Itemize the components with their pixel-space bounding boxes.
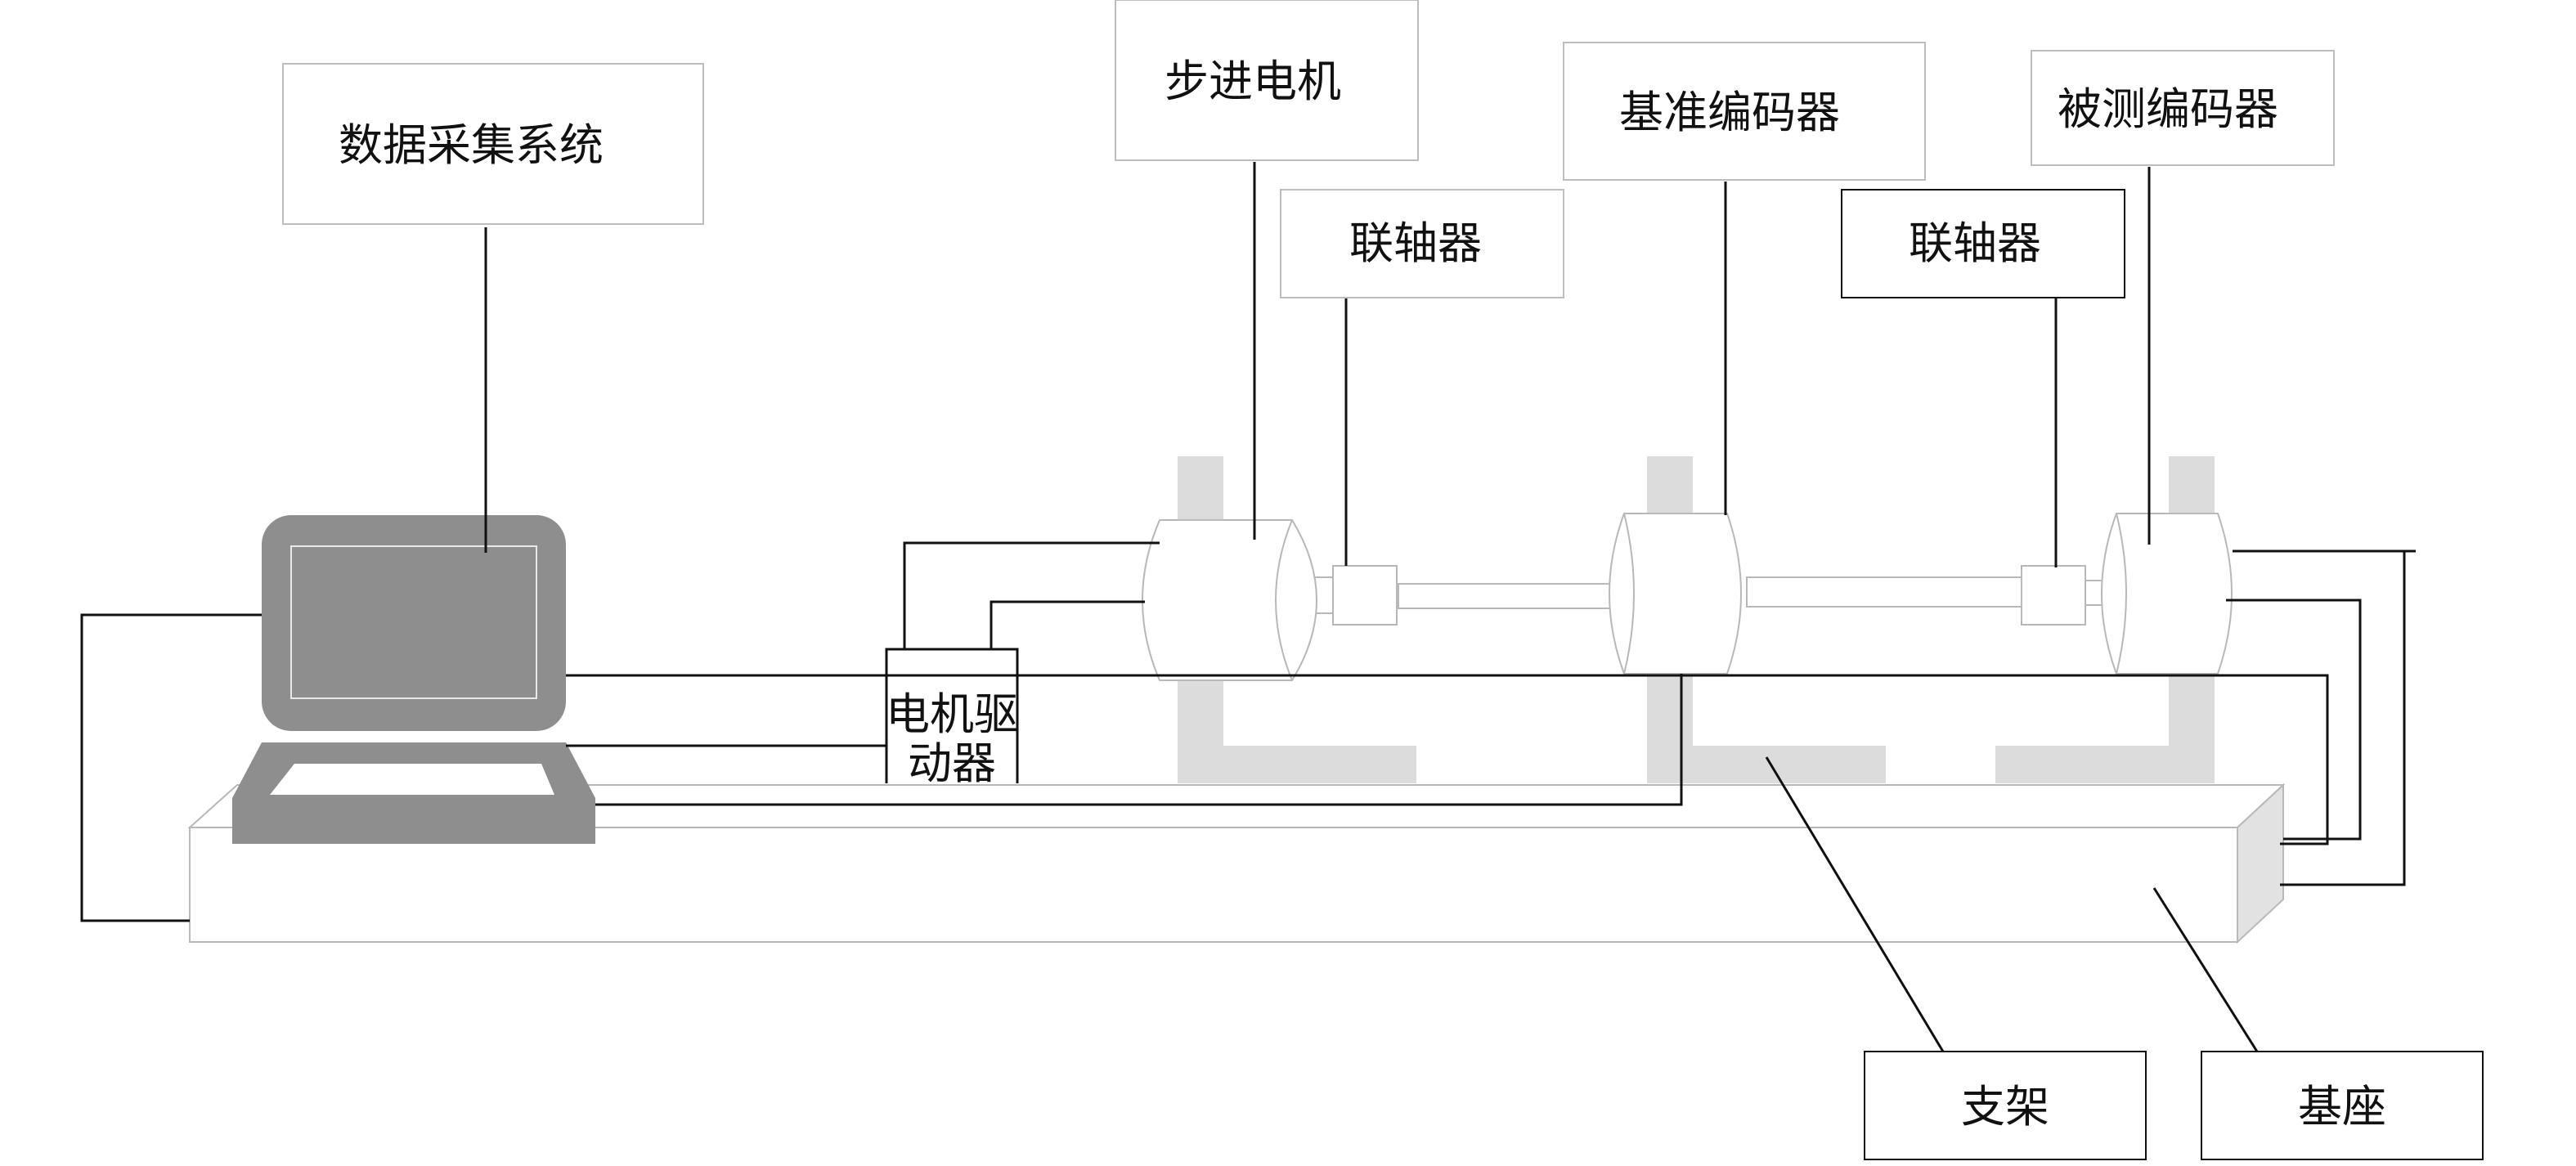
leader-lines: [484, 162, 2259, 1052]
label-data-acquisition: 数据采集系统: [282, 63, 704, 225]
label-coupling-2: 联轴器: [1841, 189, 2125, 298]
label-base: 基座: [2201, 1051, 2484, 1160]
laptop-trackpad: [270, 764, 554, 795]
coupling-1-text: 联轴器: [1349, 218, 1482, 269]
tested-encoder: [2101, 513, 2233, 675]
stepper-motor-text: 步进电机: [1165, 56, 1341, 107]
laptop: [232, 515, 595, 844]
label-bracket: 支架: [1864, 1051, 2147, 1160]
stepper-motor: [1142, 519, 1317, 681]
reference-encoder: [1609, 513, 1742, 675]
label-tested-encoder: 被测编码器: [2031, 50, 2335, 166]
motor-driver-label-line1: 电机驱: [886, 688, 1018, 740]
base-text: 基座: [2298, 1081, 2386, 1132]
laptop-lid: [262, 515, 566, 731]
coupling-2-text: 联轴器: [1909, 218, 2041, 269]
label-coupling-1: 联轴器: [1280, 189, 1564, 298]
motor-driver: 电机驱 动器: [885, 648, 1019, 789]
base-platform: [187, 783, 2286, 944]
data-acquisition-text: 数据采集系统: [339, 119, 604, 171]
coupling-1: [1332, 565, 1398, 626]
tested-encoder-text: 被测编码器: [2058, 83, 2278, 135]
label-reference-encoder: 基准编码器: [1563, 42, 1926, 181]
reference-encoder-text: 基准编码器: [1619, 87, 1840, 138]
label-stepper-motor: 步进电机: [1115, 0, 1419, 161]
laptop-screen: [290, 545, 537, 699]
wiring: [80, 541, 2416, 922]
motor-driver-label-line2: 动器: [908, 738, 996, 789]
bracket-text: 支架: [1961, 1081, 2049, 1132]
coupling-2: [2021, 565, 2086, 626]
